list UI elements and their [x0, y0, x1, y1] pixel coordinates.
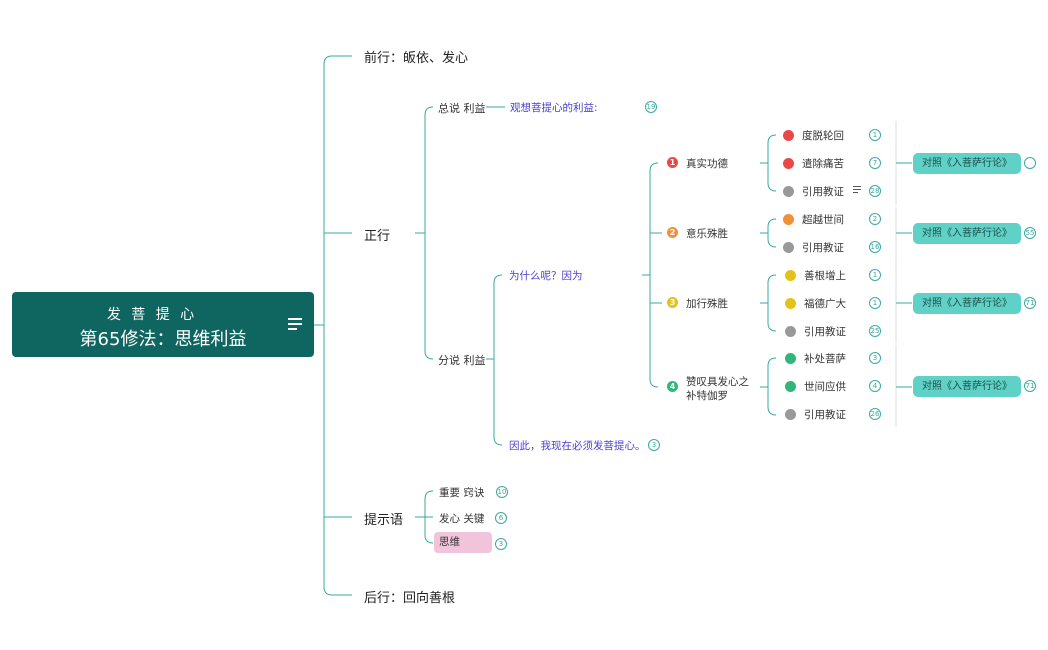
group-1-title[interactable]: 真实功德 [686, 158, 728, 170]
item-label[interactable]: 度脱轮回 [802, 130, 844, 142]
count-badge: 71 [1024, 380, 1036, 392]
ref-box[interactable]: 对照《入菩萨行论》 [913, 153, 1021, 174]
topic-general-desc[interactable]: 观想菩提心的利益: [510, 102, 598, 114]
tip-item[interactable]: 重要 窍诀 [439, 487, 485, 499]
group-4-title[interactable]: 赞叹具发心之 [686, 376, 749, 388]
count-badge: 1 [869, 297, 881, 309]
count-badge: 25 [869, 325, 881, 337]
count-badge: 55 [1024, 227, 1036, 239]
count-badge [1024, 157, 1036, 169]
grey-dot-icon [783, 242, 794, 253]
marker-3-icon: 3 [667, 297, 678, 308]
grey-dot-icon [785, 409, 796, 420]
item-label[interactable]: 引用教证 [802, 242, 844, 254]
orange-dot-icon [783, 214, 794, 225]
marker-1-icon: 1 [667, 157, 678, 168]
item-label[interactable]: 引用教证 [802, 186, 844, 198]
item-label[interactable]: 世间应供 [804, 381, 846, 393]
group-3-title[interactable]: 加行殊胜 [686, 298, 728, 310]
count-badge: 3 [869, 352, 881, 364]
count-badge: 3 [495, 538, 507, 550]
marker-4-icon: 4 [667, 381, 678, 392]
topic-detail[interactable]: 分说 利益 [438, 354, 486, 367]
green-dot-icon [785, 381, 796, 392]
group-2-title[interactable]: 意乐殊胜 [686, 228, 728, 240]
count-badge: 16 [869, 241, 881, 253]
branch-post[interactable]: 后行：回向善根 [364, 591, 456, 606]
ref-box[interactable]: 对照《入菩萨行论》 [913, 376, 1021, 397]
yellow-dot-icon [785, 270, 796, 281]
grey-dot-icon [785, 326, 796, 337]
branch-pre[interactable]: 前行：皈依、发心 [364, 51, 469, 66]
topic-general[interactable]: 总说 利益 [438, 102, 486, 115]
root-subtitle: 发 菩 提 心 [106, 307, 198, 323]
menu-icon[interactable] [288, 318, 302, 330]
count-badge: 71 [1024, 297, 1036, 309]
branch-tips[interactable]: 提示语 [364, 513, 404, 528]
item-label[interactable]: 超越世间 [802, 214, 844, 226]
grey-dot-icon [783, 186, 794, 197]
ref-box[interactable]: 对照《入菩萨行论》 [913, 223, 1021, 244]
count-badge: 28 [869, 185, 881, 197]
group-4-title-line2: 补特伽罗 [686, 390, 728, 402]
red-dot-icon [783, 158, 794, 169]
note-icon[interactable] [853, 186, 861, 194]
item-label[interactable]: 善根增上 [804, 270, 846, 282]
tip-item-highlighted[interactable]: 思维 [434, 532, 492, 553]
ref-box[interactable]: 对照《入菩萨行论》 [913, 293, 1021, 314]
count-badge: 6 [495, 512, 507, 524]
yellow-dot-icon [785, 298, 796, 309]
root-topic[interactable]: 发 菩 提 心 第65修法：思维利益 [12, 292, 314, 357]
green-dot-icon [785, 353, 796, 364]
count-badge: 4 [869, 380, 881, 392]
count-badge: 26 [869, 408, 881, 420]
item-label[interactable]: 引用教证 [804, 326, 846, 338]
count-badge: 10 [496, 486, 508, 498]
item-label[interactable]: 引用教证 [804, 409, 846, 421]
count-badge: 2 [869, 213, 881, 225]
tip-item[interactable]: 发心 关键 [439, 513, 485, 525]
item-label[interactable]: 福德广大 [804, 298, 846, 310]
topic-why[interactable]: 为什么呢？因为 [509, 270, 583, 282]
topic-therefore[interactable]: 因此，我现在必须发菩提心。 [509, 440, 646, 452]
red-dot-icon [783, 130, 794, 141]
branch-main[interactable]: 正行 [364, 229, 391, 244]
count-badge: 19 [645, 101, 657, 113]
count-badge: 3 [648, 439, 660, 451]
item-label[interactable]: 遣除痛苦 [802, 158, 844, 170]
item-label[interactable]: 补处菩萨 [804, 353, 846, 365]
count-badge: 1 [869, 129, 881, 141]
count-badge: 7 [869, 157, 881, 169]
marker-2-icon: 2 [667, 227, 678, 238]
count-badge: 1 [869, 269, 881, 281]
root-title: 第65修法：思维利益 [79, 329, 247, 350]
